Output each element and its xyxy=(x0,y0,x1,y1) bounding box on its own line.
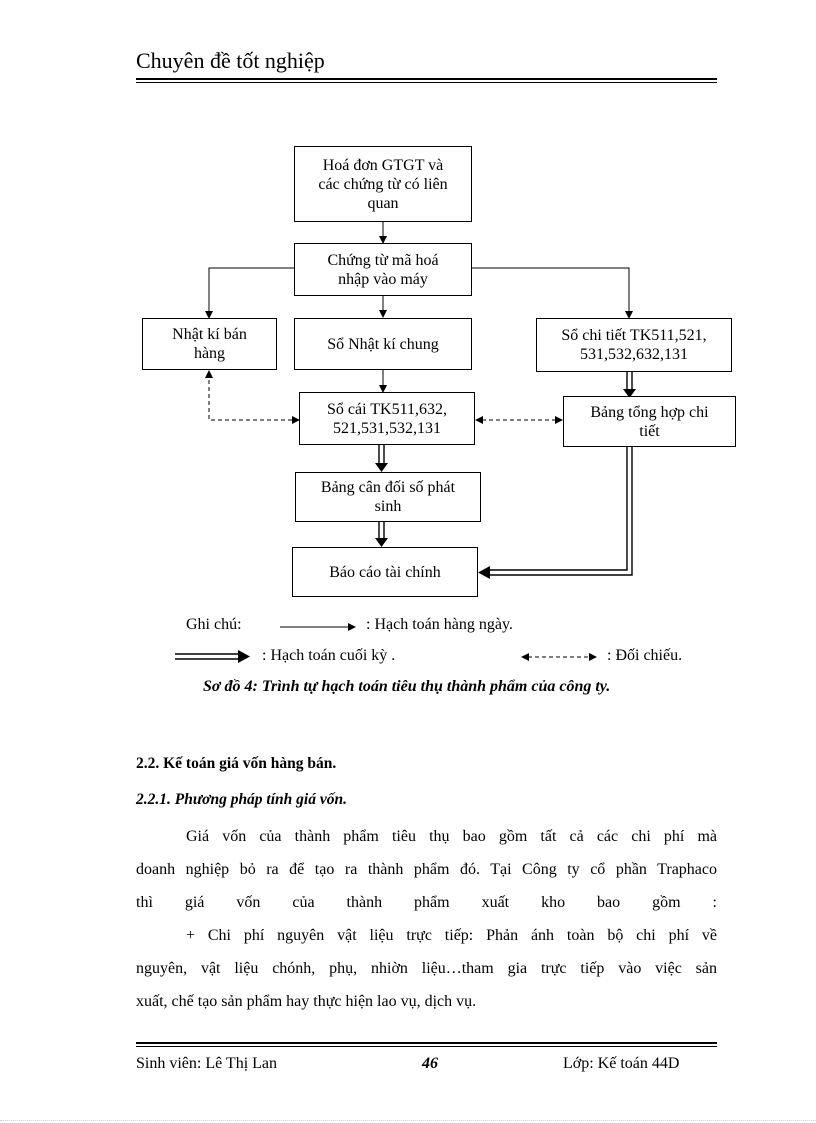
legend-reconcile-arrow xyxy=(521,653,597,661)
arrow-encode-to-detail xyxy=(470,267,633,319)
legend-reconcile-text: : Đối chiếu. xyxy=(607,647,683,664)
footer-class: Lớp: Kế toán 44D xyxy=(563,1055,680,1072)
box-financial-report: Báo cáo tài chính xyxy=(292,547,478,597)
flow-diagram-connectors xyxy=(175,222,636,663)
arrow-summary-to-report xyxy=(490,447,633,576)
box-trial-balance: Bảng cân đối số phát sinh xyxy=(295,472,481,522)
box-general-journal: Sổ Nhật kí chung xyxy=(294,318,472,370)
box-ledger: Sổ cái TK511,632, 521,531,532,131 xyxy=(299,392,475,445)
legend-label: Ghi chú: xyxy=(186,616,242,633)
legend-daily-text: : Hạch toán hàng ngày. xyxy=(366,616,513,633)
body-paragraph-2: + Chi phí nguyên vật liệu trực tiếp: Phả… xyxy=(136,927,717,1010)
arrow-encode-to-sales xyxy=(205,267,296,319)
box-sales-journal: Nhật kí bán hàng xyxy=(142,318,277,370)
page-number: 46 xyxy=(422,1055,438,1072)
box-encode: Chứng từ mã hoá nhập vào máy xyxy=(294,243,472,296)
footer-student: Sinh viên: Lê Thị Lan xyxy=(136,1055,278,1072)
footer-rule xyxy=(136,1042,717,1047)
box-summary: Bảng tổng hợp chi tiết xyxy=(563,396,736,447)
subsection-heading: 2.2.1. Phương pháp tính giá vốn. xyxy=(136,791,347,808)
dashed-ledger-to-sales xyxy=(208,378,299,421)
arrow-detail-to-summary xyxy=(626,372,633,390)
box-invoice: Hoá đơn GTGT và các chứng từ có liên qua… xyxy=(294,146,472,222)
header-rule xyxy=(136,78,717,83)
page-edge xyxy=(0,1120,816,1121)
legend-period-end-arrow xyxy=(175,653,240,660)
legend-period-end-text: : Hạch toán cuối kỳ . xyxy=(262,647,396,664)
diagram-caption: Sơ đồ 4: Trình tự hạch toán tiêu thụ thà… xyxy=(203,678,611,695)
box-detail-ledger: Sổ chi tiết TK511,521, 531,532,632,131 xyxy=(536,318,732,372)
section-heading: 2.2. Kế toán giá vốn hàng bán. xyxy=(136,755,337,772)
arrow-ledger-to-trial xyxy=(378,445,385,464)
arrow-trial-to-report xyxy=(378,522,385,539)
header-title: Chuyên đề tốt nghiệp xyxy=(136,48,325,73)
body-paragraph-1: Giá vốn của thành phẩm tiêu thụ bao gồm … xyxy=(136,828,717,911)
